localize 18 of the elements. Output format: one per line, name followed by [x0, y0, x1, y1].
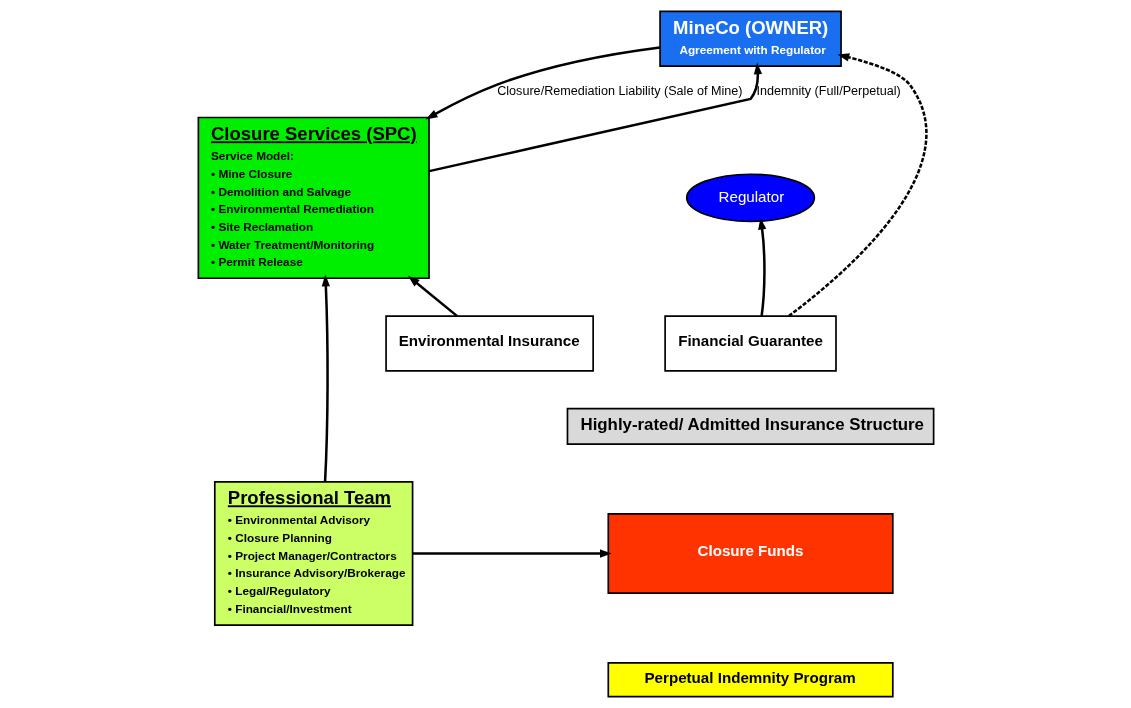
- node-box: Professional Team • Environmental Advisory • Closure Planning • Project Manager/Contractors • Insurance Advisory/Brokerage • Legal/Regulatory • Financial/Investment: [213, 481, 413, 626]
- node-box: Environmental Insurance: [384, 315, 594, 372]
- node-box: Perpetual Indemnity Program: [606, 662, 894, 698]
- arrow: [425, 46, 660, 120]
- arrow: [787, 53, 927, 317]
- edge-label: Indemnity (Full/Perpetual): [755, 83, 901, 98]
- edge-label: Closure/Remediation Liability (Sale of Mine): [496, 83, 742, 98]
- arrow: [407, 275, 458, 318]
- node-box: Closure Funds: [606, 513, 894, 594]
- arrow: [321, 274, 330, 482]
- arrow: [757, 217, 766, 317]
- arrow: [412, 549, 612, 558]
- arrow: [428, 62, 762, 173]
- node-box: Closure Services (SPC) Service Model: • Mine Closure • Demolition and Salvage • Environmental Remediation • Site Reclamation • Water Treatment/Monitoring • Permit Release: [197, 116, 430, 280]
- node-ellipse: Regulator: [685, 173, 815, 223]
- node-box: Highly-rated/ Admitted Insurance Structure: [566, 407, 934, 445]
- node-box: MineCo (OWNER) Agreement with Regulator: [658, 10, 842, 67]
- node-box: Financial Guarantee: [663, 315, 837, 372]
